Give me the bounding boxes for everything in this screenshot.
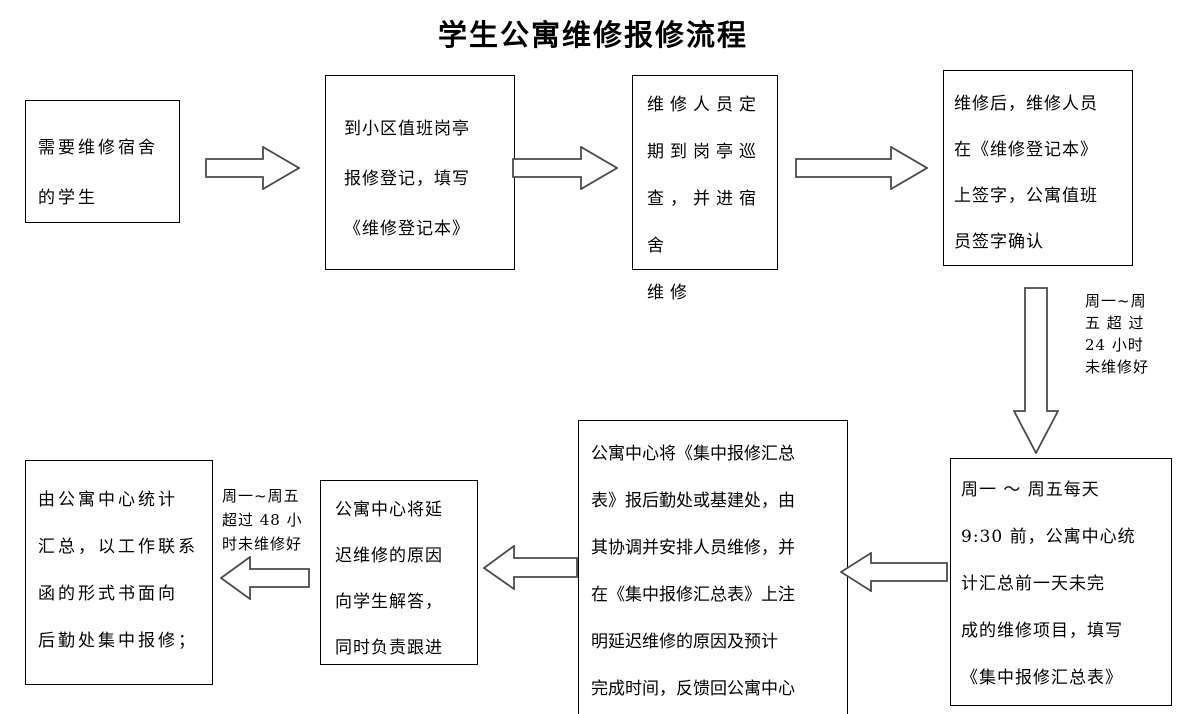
flow-box-explain-text: 公寓中心将延 迟维修的原因 向学生解答， 同时负责跟进 [335,500,443,658]
flow-box-patrol: 维修人员定 期到岗亭巡 查，并进宿舍 维修 [632,75,778,303]
flow-box-summary-text: 周一 ～ 周五每天 9:30 前，公寓中心统 计汇总前一天未完 成的维修项目，填… [961,480,1136,688]
arrow-left-3-icon [220,556,310,600]
arrow-right-3-icon [795,146,928,190]
flow-box-report-text: 由公寓中心统计 汇总，以工作联系 函的形式书面向 后勤处集中报修； [38,490,198,651]
arrow-right-1-icon [205,146,300,190]
arrow-left-2-icon [483,545,578,590]
arrow-left-1-icon [840,552,948,592]
flow-box-sign: 维修后，维修人员 在《维修登记本》 上签字，公寓值班 员签字确认 [943,70,1133,266]
flow-box-patrol-text: 维修人员定 期到岗亭巡 查，并进宿舍 维修 [647,95,762,303]
label-over-24h: 周一~周 五 超 过 24 小时 未维修好 [1085,292,1150,376]
flow-box-student-text: 需要维修宿舍 的学生 [38,138,158,208]
flow-box-register-text: 到小区值班岗亭 报修登记，填写 《维修登记本》 [344,119,470,239]
label-over-48h: 周一~周五 超过 48 小 时未维修好 [222,487,303,553]
arrow-down-icon [1013,287,1059,454]
flow-box-explain: 公寓中心将延 迟维修的原因 向学生解答， 同时负责跟进 [320,480,478,665]
flow-box-forward-text: 公寓中心将《集中报修汇总 表》报后勤处或基建处，由 其协调并安排人员维修，并 在… [591,444,795,699]
flow-box-student: 需要维修宿舍 的学生 [25,100,180,223]
page-title: 学生公寓维修报修流程 [437,18,748,52]
flow-box-register: 到小区值班岗亭 报修登记，填写 《维修登记本》 [325,75,515,270]
flow-box-forward: 公寓中心将《集中报修汇总 表》报后勤处或基建处，由 其协调并安排人员维修，并 在… [578,420,848,714]
flow-box-report: 由公寓中心统计 汇总，以工作联系 函的形式书面向 后勤处集中报修； [25,460,213,685]
arrow-right-2-icon [512,146,618,190]
flow-box-sign-text: 维修后，维修人员 在《维修登记本》 上签字，公寓值班 员签字确认 [954,94,1098,252]
flow-box-summary: 周一 ～ 周五每天 9:30 前，公寓中心统 计汇总前一天未完 成的维修项目，填… [950,458,1172,706]
